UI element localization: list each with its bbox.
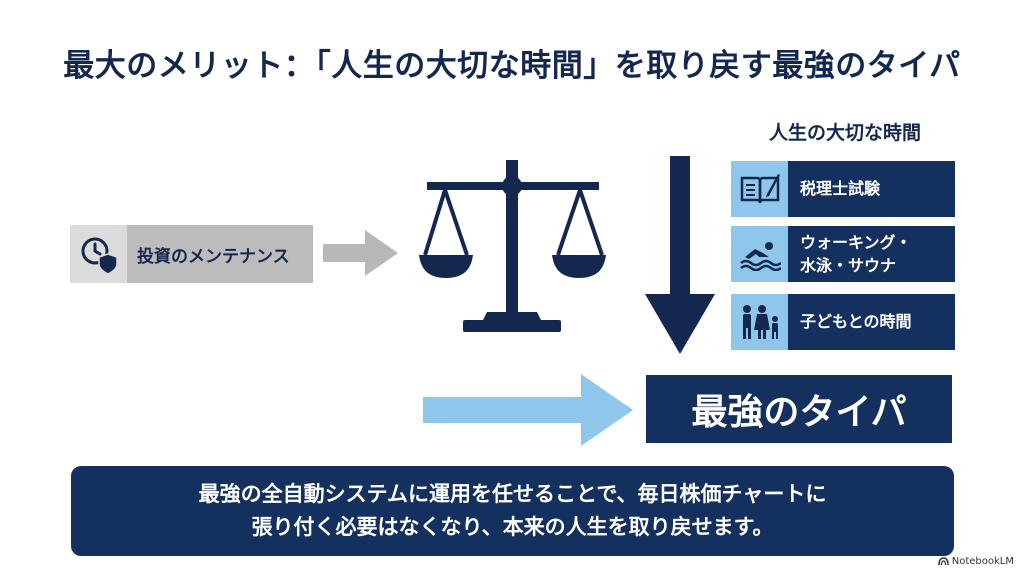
swimmer-icon [731,226,788,282]
side-title: 人生の大切な時間 [768,122,921,144]
family-icon [731,294,788,350]
list-item-tax-exam: 税理士試験 [731,161,955,217]
maintenance-label: 投資のメンテナンス [127,225,313,283]
summary-line-2: 張り付く必要はなくなり、本来の人生を取り戻せます。 [251,515,774,539]
list-item-exercise: ウォーキング・ 水泳・サウナ [731,226,955,282]
list-item-label: 税理士試験 [800,179,881,199]
blue-right-arrow [423,374,633,446]
gray-right-arrow [323,230,398,276]
list-item-family: 子どもとの時間 [731,294,955,350]
summary-banner: 最強の全自動システムに運用を任せることで、毎日株価チャートに 張り付く必要はなく… [71,466,954,556]
investment-maintenance-box: 投資のメンテナンス [70,225,313,283]
balance-scale-icon [419,160,606,332]
list-item-label: 子どもとの時間 [800,312,912,332]
list-item-label: ウォーキング・ 水泳・サウナ [800,232,912,275]
brand-watermark: NotebookLM [938,556,1014,567]
result-box: 最強のタイパ [646,375,952,443]
down-arrow [645,156,715,354]
page-title: 最大のメリット：「人生の大切な時間」を取り戻す最強のタイパ [63,48,961,84]
notebooklm-logo-icon [938,557,949,566]
book-pen-icon [731,161,788,217]
summary-line-1: 最強の全自動システムに運用を任せることで、毎日株価チャートに [198,482,827,507]
clock-shield-icon [70,225,127,283]
brand-label: NotebookLM [951,556,1014,567]
